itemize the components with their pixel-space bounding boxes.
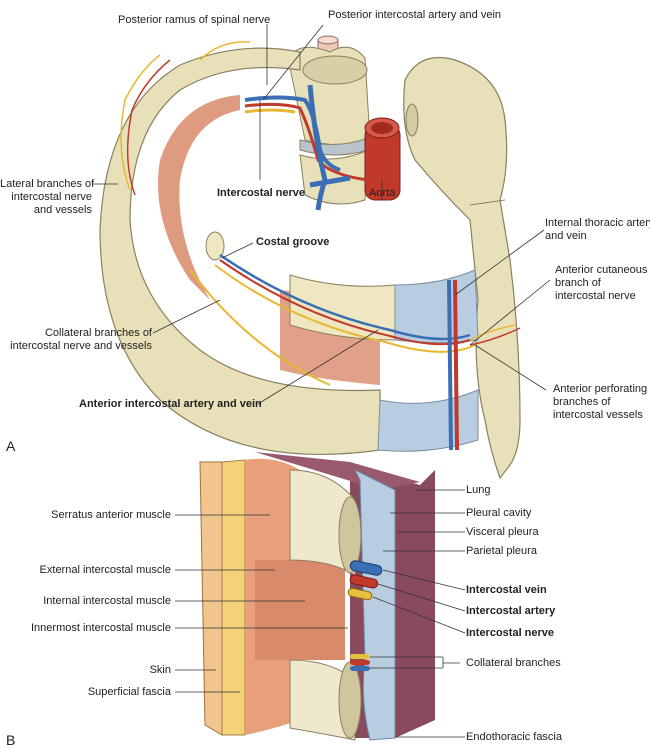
collateral-vein-shape bbox=[350, 666, 370, 671]
intercostal-nerve-shape bbox=[347, 587, 373, 601]
panel-b-illustration bbox=[199, 452, 435, 741]
lung-top bbox=[255, 452, 420, 490]
label-collateral-branches-b: Collateral branches bbox=[466, 657, 561, 669]
label-parietal-pleura: Parietal pleura bbox=[466, 545, 537, 557]
label-posterior-intercostal-vessels: Posterior intercostal artery and vein bbox=[328, 9, 502, 21]
label-anterior-cutaneous-line1: Anterior cutaneous bbox=[555, 264, 648, 276]
label-lateral-branches-line1: Lateral branches of bbox=[0, 178, 95, 190]
collateral-vein bbox=[219, 253, 471, 341]
label-lateral-branches: Lateral branches of intercostal nerve an… bbox=[0, 178, 95, 217]
lower-rib bbox=[289, 659, 356, 741]
label-lateral-branches-line2: intercostal nerve bbox=[11, 191, 92, 203]
panel-letter-a: A bbox=[6, 438, 16, 454]
label-skin: Skin bbox=[149, 664, 171, 676]
manubriosternal-joint bbox=[469, 199, 506, 206]
upper-rib-cross-section bbox=[338, 496, 362, 574]
intercostal-vein-shape bbox=[349, 560, 383, 576]
label-collateral-line2: intercostal nerve and vessels bbox=[10, 340, 152, 352]
skin-layer bbox=[199, 461, 223, 736]
label-collateral-branches-a: Collateral branches of intercostal nerve… bbox=[0, 327, 152, 353]
label-anterior-perforating-line3: intercostal vessels bbox=[553, 409, 643, 421]
collateral-artery-shape bbox=[350, 660, 370, 665]
posterior-ramus-branch bbox=[199, 41, 251, 61]
intercostal-nerve-posterior bbox=[244, 108, 296, 114]
label-internal-thoracic-line1: Internal thoracic artery bbox=[545, 217, 650, 229]
internal-thoracic-vein bbox=[447, 279, 453, 451]
rib bbox=[99, 47, 381, 455]
label-aorta: Aorta bbox=[369, 187, 396, 199]
internal-thoracic-artery bbox=[453, 279, 459, 451]
costal-cartilage-lower bbox=[377, 389, 479, 452]
costal-cartilage bbox=[394, 269, 479, 343]
label-anterior-perforating-line1: Anterior perforating bbox=[553, 383, 648, 395]
label-lung: Lung bbox=[466, 484, 491, 496]
label-intercostal-nerve-a: Intercostal nerve bbox=[217, 187, 306, 199]
label-external-intercostal: External intercostal muscle bbox=[39, 564, 171, 576]
anterior-cutaneous-nerve bbox=[469, 324, 516, 341]
label-innermost-intercostal: Innermost intercostal muscle bbox=[31, 622, 171, 634]
label-internal-thoracic: Internal thoracic artery and vein bbox=[545, 217, 650, 243]
label-intercostal-artery: Intercostal artery bbox=[466, 605, 556, 617]
label-anterior-cutaneous-line2: branch of bbox=[555, 277, 601, 289]
label-pleural-cavity: Pleural cavity bbox=[466, 507, 532, 519]
intercostal-muscle-block bbox=[255, 560, 345, 660]
aorta bbox=[364, 117, 401, 201]
collateral-nerve-shape bbox=[350, 654, 370, 659]
label-visceral-pleura: Visceral pleura bbox=[466, 526, 539, 538]
label-collateral-line1: Collateral branches of bbox=[44, 327, 152, 339]
rib-cut-end bbox=[205, 231, 225, 261]
lower-nerve bbox=[189, 269, 331, 386]
label-endothoracic-fascia: Endothoracic fascia bbox=[466, 731, 562, 743]
lower-rib-cross-section bbox=[338, 661, 362, 739]
label-serratus-anterior: Serratus anterior muscle bbox=[51, 509, 171, 521]
superficial-fascia-layer bbox=[221, 459, 246, 736]
intercostal-artery-shape bbox=[349, 574, 379, 589]
panel-letter-b: B bbox=[6, 732, 16, 748]
label-intercostal-nerve-b: Intercostal nerve bbox=[466, 627, 555, 639]
label-anterior-perforating: Anterior perforating branches of interco… bbox=[553, 383, 647, 422]
label-internal-intercostal: Internal intercostal muscle bbox=[43, 595, 171, 607]
collateral-artery bbox=[219, 259, 471, 346]
label-posterior-ramus: Posterior ramus of spinal nerve bbox=[118, 14, 271, 26]
intercostal-muscles bbox=[158, 95, 240, 300]
sternum bbox=[403, 56, 521, 480]
label-anterior-cutaneous-line3: intercostal nerve bbox=[555, 290, 636, 302]
label-lateral-branches-line3: and vessels bbox=[33, 204, 92, 216]
panel-a-leader-lines bbox=[93, 24, 551, 405]
label-anterior-perforating-line2: branches of bbox=[553, 396, 611, 408]
anterior-perforating-artery bbox=[469, 327, 521, 346]
vein-branch bbox=[309, 175, 351, 188]
posterior-intercostal-artery bbox=[244, 102, 369, 182]
label-costal-groove: Costal groove bbox=[256, 236, 330, 248]
panel-b-leader-lines bbox=[175, 489, 466, 738]
lateral-branch-nerve bbox=[120, 54, 161, 191]
panel-a-illustration bbox=[99, 35, 521, 480]
label-anterior-cutaneous: Anterior cutaneous branch of intercostal… bbox=[555, 264, 647, 303]
label-anterior-intercostal: Anterior intercostal artery and vein bbox=[79, 398, 262, 410]
label-superficial-fascia: Superficial fascia bbox=[87, 686, 171, 698]
label-intercostal-vein: Intercostal vein bbox=[466, 584, 547, 596]
label-internal-thoracic-line2: and vein bbox=[545, 230, 587, 242]
costal-notch bbox=[405, 103, 419, 137]
lateral-branch-artery bbox=[126, 59, 171, 196]
